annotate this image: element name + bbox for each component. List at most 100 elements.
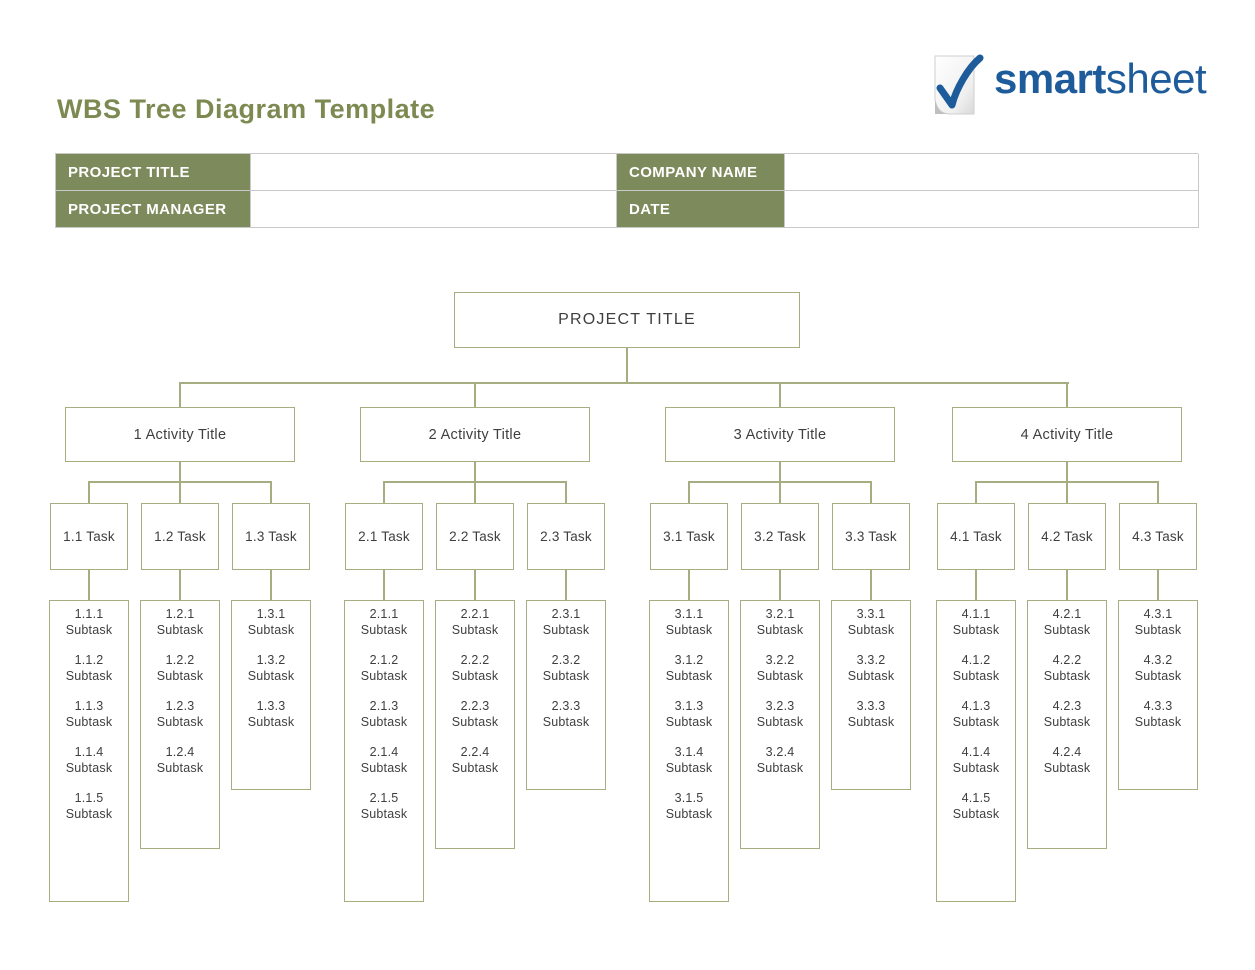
subtask-label: Subtask (451, 760, 499, 775)
connector-activity-stem (779, 462, 781, 481)
subtask-id: 2.2.1 (460, 607, 490, 621)
subtask-id: 4.1.1 (961, 607, 991, 621)
wbs-node-activity-4[interactable]: 4 Activity Title (952, 407, 1182, 462)
subtask-label: Subtask (756, 622, 804, 637)
connector-task-stem (383, 570, 385, 600)
subtask-id: 1.2.4 (165, 745, 195, 759)
subtask-id: 4.1.2 (961, 653, 991, 667)
subtask-id: 2.3.3 (551, 699, 581, 713)
project-info-table: PROJECT TITLE COMPANY NAME PROJECT MANAG… (55, 153, 1199, 228)
subtask-id: 3.2.2 (765, 653, 795, 667)
subtask-id: 2.2.2 (460, 653, 490, 667)
connector-drop-task (383, 481, 385, 503)
connector-drop-task (1157, 481, 1159, 503)
wbs-node-root[interactable]: PROJECT TITLE (454, 292, 800, 348)
subtask-label: Subtask (952, 714, 1000, 729)
wbs-node-activity-2[interactable]: 2 Activity Title (360, 407, 590, 462)
connector-root-stem (626, 348, 628, 382)
subtask-id: 4.1.4 (961, 745, 991, 759)
subtask-label: Subtask (1043, 714, 1091, 729)
subtask-label: Subtask (247, 714, 295, 729)
wbs-node-task-4-2[interactable]: 4.2 Task (1028, 503, 1106, 570)
wbs-node-task-3-3[interactable]: 3.3 Task (832, 503, 910, 570)
wbs-node-task-4-3[interactable]: 4.3 Task (1119, 503, 1197, 570)
wbs-node-task-2-1[interactable]: 2.1 Task (345, 503, 423, 570)
subtask-id: 3.1.3 (674, 699, 704, 713)
project-manager-value-cell[interactable] (251, 191, 617, 228)
subtask-id: 2.1.5 (369, 791, 399, 805)
subtask-label: Subtask (156, 760, 204, 775)
company-name-value-cell[interactable] (785, 154, 1199, 191)
project-manager-header: PROJECT MANAGER (56, 191, 251, 228)
subtask-id: 3.2.4 (765, 745, 795, 759)
wbs-node-task-1-2[interactable]: 1.2 Task (141, 503, 219, 570)
wbs-node-task-4-1[interactable]: 4.1 Task (937, 503, 1015, 570)
wbs-node-task-2-2[interactable]: 2.2 Task (436, 503, 514, 570)
subtask-label: Subtask (756, 760, 804, 775)
subtask-id: 3.2.1 (765, 607, 795, 621)
subtask-label: Subtask (665, 714, 713, 729)
subtask-label: Subtask (952, 622, 1000, 637)
subtask-label: Subtask (847, 668, 895, 683)
subtask-label: Subtask (665, 760, 713, 775)
subtask-label: Subtask (542, 622, 590, 637)
subtask-id: 3.2.3 (765, 699, 795, 713)
project-title-value-cell[interactable] (251, 154, 617, 191)
subtask-label: Subtask (542, 714, 590, 729)
subtask-label: Subtask (360, 714, 408, 729)
connector-task-stem (779, 570, 781, 600)
wbs-node-task-3-1[interactable]: 3.1 Task (650, 503, 728, 570)
connector-drop-activity (474, 382, 476, 407)
subtask-id: 2.3.2 (551, 653, 581, 667)
wbs-node-activity-1[interactable]: 1 Activity Title (65, 407, 295, 462)
wbs-node-task-1-3[interactable]: 1.3 Task (232, 503, 310, 570)
connector-drop-task (565, 481, 567, 503)
subtask-id: 1.2.1 (165, 607, 195, 621)
connector-drop-task (779, 481, 781, 503)
subtask-id: 4.2.1 (1052, 607, 1082, 621)
subtask-id: 2.1.2 (369, 653, 399, 667)
subtask-label: Subtask (360, 668, 408, 683)
subtask-label: Subtask (665, 668, 713, 683)
wbs-node-task-3-2[interactable]: 3.2 Task (741, 503, 819, 570)
wbs-node-task-2-3[interactable]: 2.3 Task (527, 503, 605, 570)
connector-bus-level1 (180, 382, 1069, 384)
subtask-label: Subtask (542, 668, 590, 683)
subtask-label: Subtask (847, 714, 895, 729)
wbs-node-activity-3[interactable]: 3 Activity Title (665, 407, 895, 462)
wbs-node-task-1-1[interactable]: 1.1 Task (50, 503, 128, 570)
subtask-id: 3.3.2 (856, 653, 886, 667)
date-value-cell[interactable] (785, 191, 1199, 228)
